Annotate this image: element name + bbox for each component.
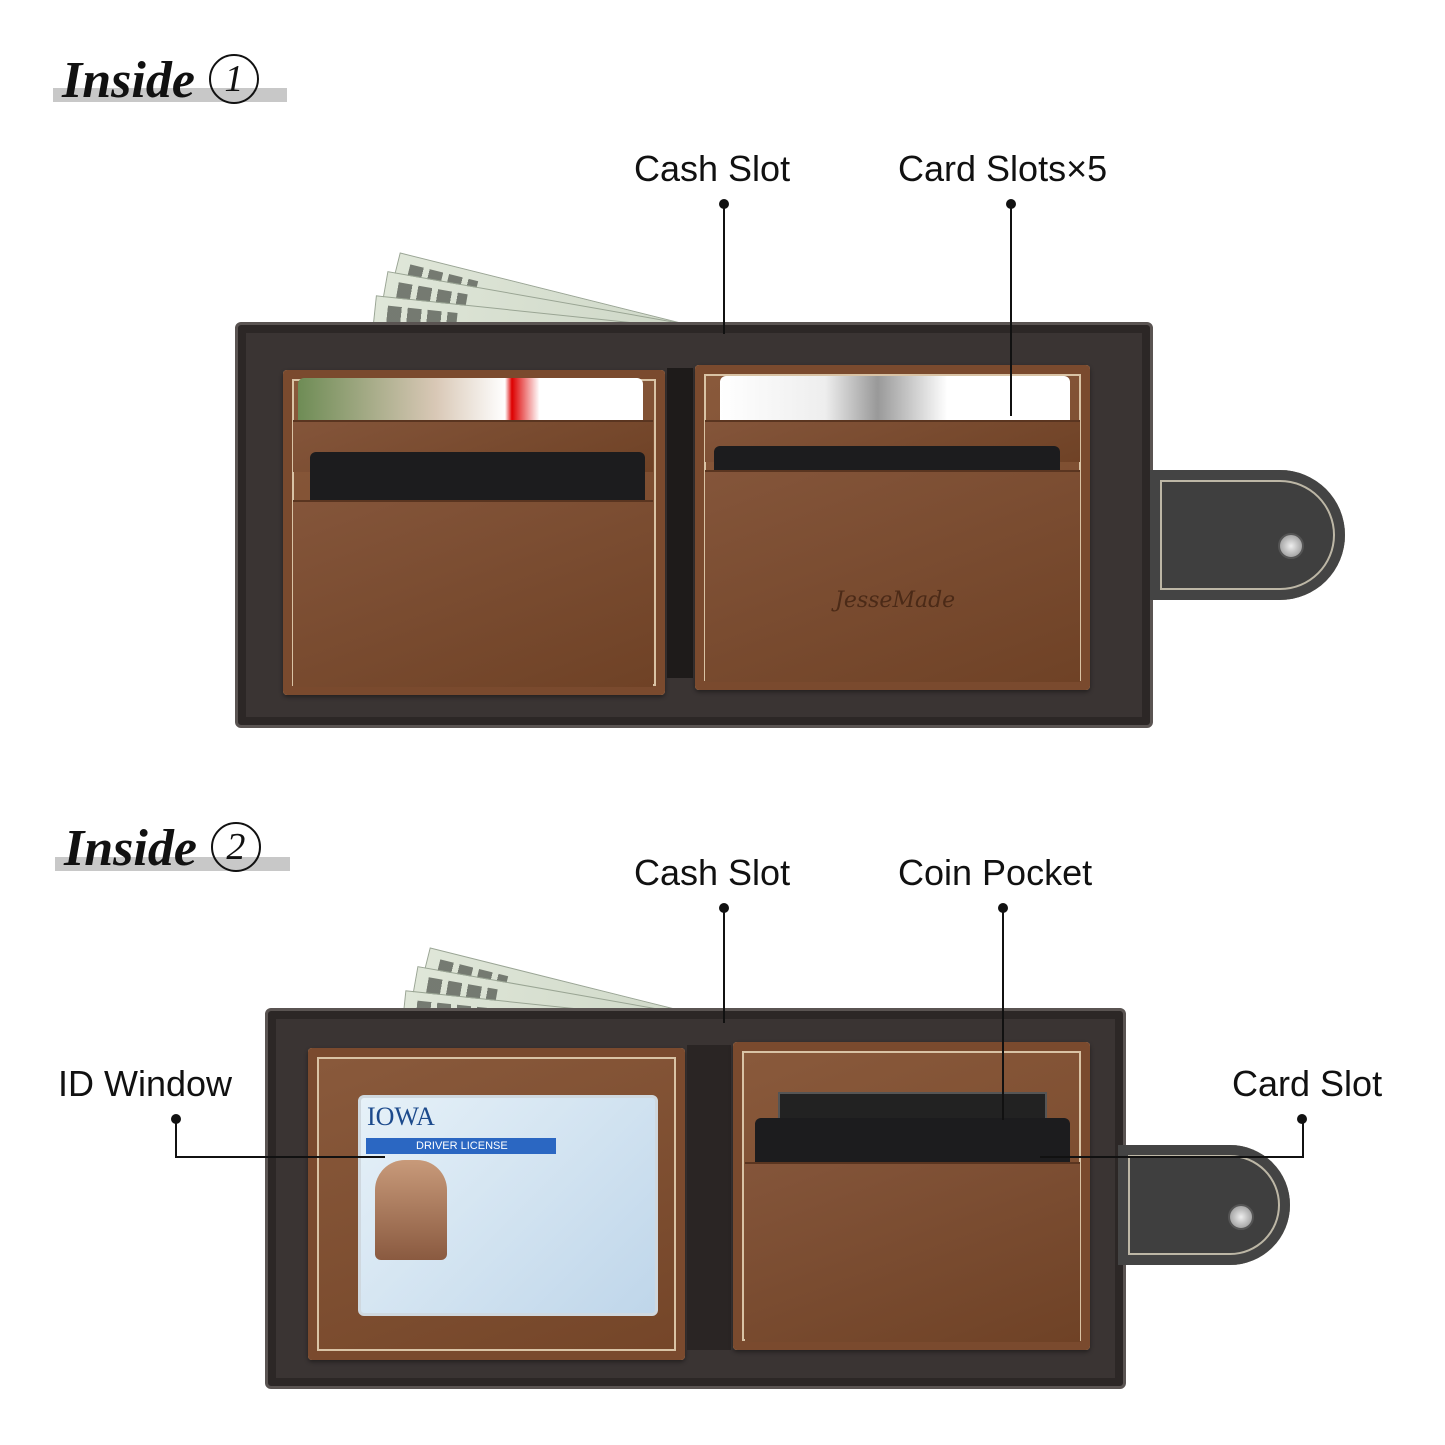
id-photo xyxy=(375,1160,447,1260)
snap-button-icon[interactable] xyxy=(1228,1204,1254,1230)
label-id-window: ID Window xyxy=(58,1063,233,1104)
section-number: 2 xyxy=(210,822,261,872)
card-slot xyxy=(745,1162,1080,1342)
callout-line xyxy=(1002,908,1004,1120)
spine xyxy=(687,1045,731,1350)
card xyxy=(755,1118,1070,1168)
snap-button-icon[interactable] xyxy=(1278,533,1304,559)
callout-line xyxy=(175,1156,385,1158)
label-card-slots: Card Slots×5 xyxy=(898,148,1108,189)
title-text: Inside xyxy=(62,52,195,109)
label-cash-slot: Cash Slot xyxy=(634,148,791,189)
callout-line xyxy=(1040,1156,1304,1158)
id-window: IOWA DRIVER LICENSE xyxy=(358,1095,658,1316)
id-type: DRIVER LICENSE xyxy=(366,1138,556,1154)
callout-line xyxy=(723,908,725,1023)
label-coin-pocket: Coin Pocket xyxy=(898,852,1093,893)
strap[interactable] xyxy=(1150,470,1345,600)
label-card-slot: Card Slot xyxy=(1232,1063,1383,1104)
brand-logo: JesseMade xyxy=(835,588,956,613)
section-title-2: Inside 2 xyxy=(64,822,261,875)
spine xyxy=(667,368,693,678)
card-slot xyxy=(293,500,653,687)
callout-line xyxy=(1302,1119,1304,1157)
label-cash-slot: Cash Slot xyxy=(634,852,791,893)
id-state: IOWA xyxy=(367,1102,435,1131)
section-title-1: Inside 1 xyxy=(62,54,259,107)
card-slot xyxy=(705,470,1080,682)
callout-line xyxy=(1010,204,1012,416)
callout-line xyxy=(723,204,725,334)
title-text: Inside xyxy=(64,820,197,877)
section-number: 1 xyxy=(208,54,259,104)
callout-line xyxy=(175,1119,177,1157)
strap[interactable] xyxy=(1118,1145,1290,1265)
